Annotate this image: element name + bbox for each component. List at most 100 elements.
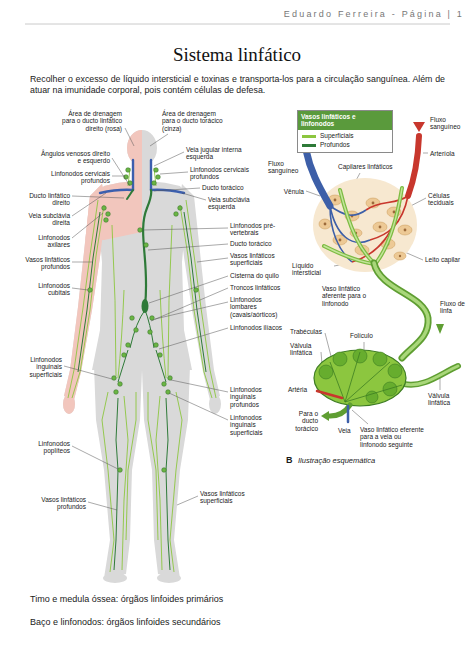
veins (100, 160, 184, 193)
leader-lines (423, 153, 428, 154)
part-label: Linfonodos cubitais (18, 282, 70, 297)
tissue-bed (404, 229, 407, 232)
lymph-nodes (162, 382, 167, 387)
part-label: Leito capilar (425, 256, 461, 263)
part-label: Linfonodos lombares (cavais/aórticos) (230, 296, 286, 318)
deep-vessels (118, 350, 128, 382)
body-silhouette (0, 100, 142, 240)
deep-vessels (184, 212, 206, 372)
lymph-nodes (102, 206, 107, 211)
thoracic-duct (127, 190, 151, 313)
veins (132, 160, 134, 190)
leader-lines (72, 262, 92, 263)
body-silhouette (63, 394, 75, 414)
tissue-bed (313, 178, 417, 272)
leader-lines (155, 302, 228, 319)
header-rule (25, 24, 450, 25)
part-label: Folículo (350, 332, 386, 339)
lymph-node (373, 352, 387, 366)
deep-vessels (78, 212, 100, 372)
part-label: Vênula (276, 188, 304, 195)
lymph-nodes (174, 212, 179, 217)
lymph-nodes (154, 343, 159, 348)
superficial-vessels (72, 205, 104, 398)
lymph-capillaries (376, 188, 402, 263)
lymph-nodes (128, 181, 133, 186)
part-label: Ducto torácico (230, 240, 286, 247)
intro-text: Recolher o excesso de líquido interstici… (30, 74, 445, 96)
lymph-node (345, 385, 402, 402)
deep-vessels (114, 398, 118, 570)
footer-note: Timo e medula óssea: órgãos linfoides pr… (30, 594, 450, 605)
leader-lines (160, 172, 188, 174)
hilum-vessels (347, 406, 350, 422)
tissue-bed (372, 202, 375, 205)
flow-label: Fluxo sanguíneo (430, 116, 464, 131)
lymph-capillaries (324, 246, 374, 264)
tissue-bed (373, 222, 387, 232)
region-label: Área de drenagem para o ducto torácico (… (162, 110, 226, 132)
superficial-vessels (122, 396, 128, 570)
leader-lines (306, 191, 320, 196)
afferent-vessel (404, 366, 458, 385)
hilum-vessels (317, 391, 350, 422)
page-header: Eduardo Ferreira - Página | 1 (250, 9, 464, 19)
part-label: Líquido intersticial (292, 262, 332, 277)
part-label: Cisterna do quilo (230, 272, 286, 279)
page-title: Sistema linfático (0, 44, 474, 66)
superficial-vessels (170, 392, 182, 572)
part-label: Linfonodos inguinais profundos (230, 386, 286, 408)
afferent-vessel (374, 263, 428, 358)
veins (150, 160, 152, 190)
lymph-nodes (156, 175, 161, 180)
tissue-bed (398, 225, 412, 235)
legend-box: Vasos linfáticos e linfonodosSuperficiai… (297, 110, 393, 153)
lymph-nodes (126, 168, 131, 173)
veins (100, 190, 133, 193)
leader-lines (149, 276, 228, 303)
leader-lines (72, 446, 118, 469)
leader-lines (88, 502, 117, 510)
part-label: Veia (338, 427, 358, 434)
tissue-bed (339, 239, 342, 242)
superficial-vessels (168, 225, 172, 376)
hilum-vessels (328, 405, 350, 416)
tissue-bed (319, 219, 331, 229)
lymph-capillaries (340, 190, 374, 263)
thoracic-duct (143, 190, 151, 306)
leader-lines (64, 366, 112, 379)
part-label: Artéria (288, 386, 316, 393)
thoracic-duct (142, 299, 149, 313)
part-label: Ângulos venosos direito e esquerdo (40, 150, 110, 165)
lymph-nodes (88, 288, 93, 293)
part-label: Trabéculas (290, 328, 330, 335)
leader-lines (72, 193, 106, 216)
legend-row: Superficiais (298, 130, 392, 139)
lymph-nodes (168, 376, 173, 381)
legend-swatch (302, 144, 316, 147)
part-label: Linfonodos inguinais superficiais (230, 414, 286, 436)
flow-label: Fluxo sanguíneo (268, 160, 300, 175)
lymph-nodes (118, 382, 123, 387)
lymph-nodes (114, 390, 119, 395)
leader-lines (154, 152, 184, 166)
legend-row: Profundos (298, 139, 392, 148)
deep-vessels (78, 212, 206, 570)
lymph-node (330, 352, 402, 402)
leader-lines (148, 244, 228, 250)
lymph-nodes (148, 330, 153, 335)
part-label: Capilares linfáticos (338, 163, 406, 170)
lymph-node (388, 364, 402, 378)
leader-lines (143, 228, 228, 230)
deep-vessels (130, 310, 145, 348)
part-label: Veia subclávia esquerda (208, 196, 258, 211)
region-label: Área de drenagem para o ducto linfático … (56, 110, 122, 132)
part-label: Células teciduais (428, 192, 462, 207)
lymph-nodes (158, 353, 163, 358)
panel-caption: Ilustração esquemática (298, 456, 418, 466)
leader-lines (151, 288, 228, 321)
part-label: Vasos linfáticos profundos (30, 496, 86, 511)
leader-lines (182, 193, 206, 200)
part-label: Arteríola (430, 150, 464, 157)
